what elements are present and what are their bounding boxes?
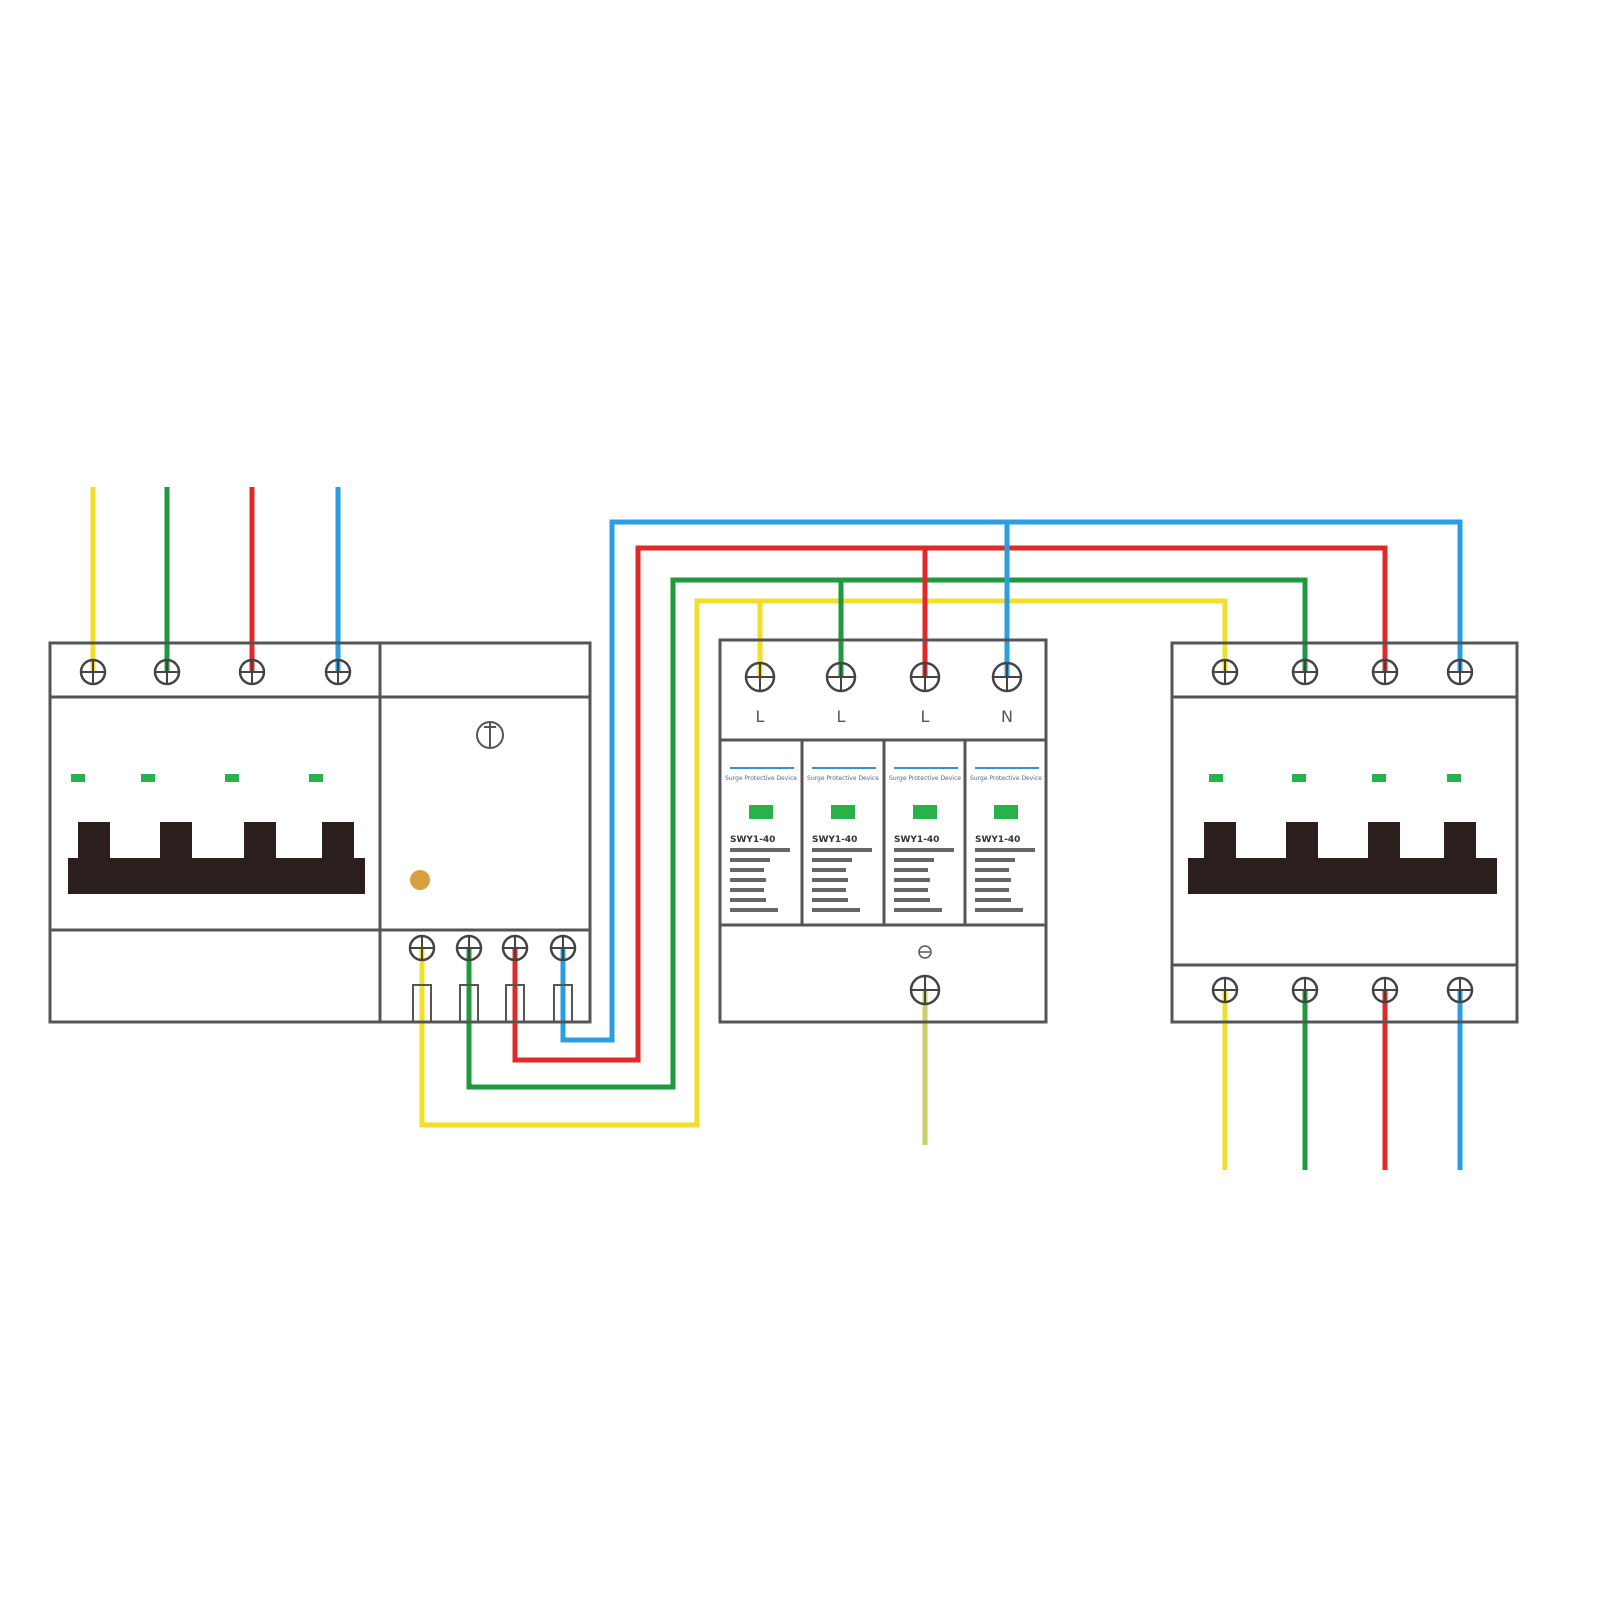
terminal-screw-icon[interactable] [1446, 658, 1474, 686]
module-model: SWY1-40 [975, 835, 1020, 845]
module-heading: Surge Protective Device [725, 775, 797, 782]
indicator-lights [71, 774, 323, 782]
wire-yellow-bus [419, 598, 1228, 1128]
module-heading: Surge Protective Device [970, 775, 1042, 782]
module-heading: Surge Protective Device [807, 775, 879, 782]
surge-protector: L L L N Surge Protective DeviceSWY1-40Su… [718, 638, 1048, 1024]
test-button-icon[interactable] [476, 721, 504, 749]
status-dot [410, 870, 430, 890]
terminal-screw-icon[interactable] [79, 658, 107, 686]
terminal-label: N [1001, 707, 1013, 726]
terminal-screw-icon[interactable] [825, 661, 857, 693]
terminal-screw-icon[interactable] [1211, 976, 1239, 1004]
terminal-screw-icon[interactable] [1291, 976, 1319, 1004]
wire-blue-bus [560, 519, 1463, 1043]
output-breaker [1170, 641, 1519, 1024]
terminal-screw-icon[interactable] [909, 974, 941, 1006]
module-heading: Surge Protective Device [889, 775, 961, 782]
wire-slots [412, 984, 573, 1023]
terminal-screw-icon[interactable] [501, 934, 529, 962]
terminal-screw-icon[interactable] [1291, 658, 1319, 686]
terminal-screw-icon[interactable] [1211, 658, 1239, 686]
ground-symbol-icon [918, 945, 932, 959]
status-window [831, 805, 855, 819]
status-window [994, 805, 1018, 819]
terminal-screw-icon[interactable] [991, 661, 1023, 693]
terminal-label: L [756, 707, 765, 726]
terminal-screw-icon[interactable] [744, 661, 776, 693]
terminal-screw-icon[interactable] [408, 934, 436, 962]
indicator-lights [1209, 774, 1461, 782]
wire-red-bus [512, 545, 1388, 1063]
breaker-handle[interactable] [68, 822, 365, 894]
wire-green-bus [466, 577, 1308, 1090]
status-window [749, 805, 773, 819]
wires [90, 487, 1463, 1170]
input-breaker [48, 641, 382, 1024]
terminal-screw-icon[interactable] [1371, 976, 1399, 1004]
terminal-screw-icon[interactable] [1371, 658, 1399, 686]
terminal-screw-icon[interactable] [455, 934, 483, 962]
terminal-screw-icon[interactable] [238, 658, 266, 686]
terminal-screw-icon[interactable] [324, 658, 352, 686]
terminal-label: L [921, 707, 930, 726]
terminal-screw-icon[interactable] [909, 661, 941, 693]
terminal-label: L [837, 707, 846, 726]
breaker-handle[interactable] [1188, 822, 1497, 894]
auxiliary-module [378, 641, 592, 1024]
module-model: SWY1-40 [812, 835, 857, 845]
status-window [913, 805, 937, 819]
terminal-screw-icon[interactable] [1446, 976, 1474, 1004]
module-model: SWY1-40 [894, 835, 939, 845]
terminal-screw-icon[interactable] [549, 934, 577, 962]
terminal-screw-icon[interactable] [153, 658, 181, 686]
module-model: SWY1-40 [730, 835, 775, 845]
